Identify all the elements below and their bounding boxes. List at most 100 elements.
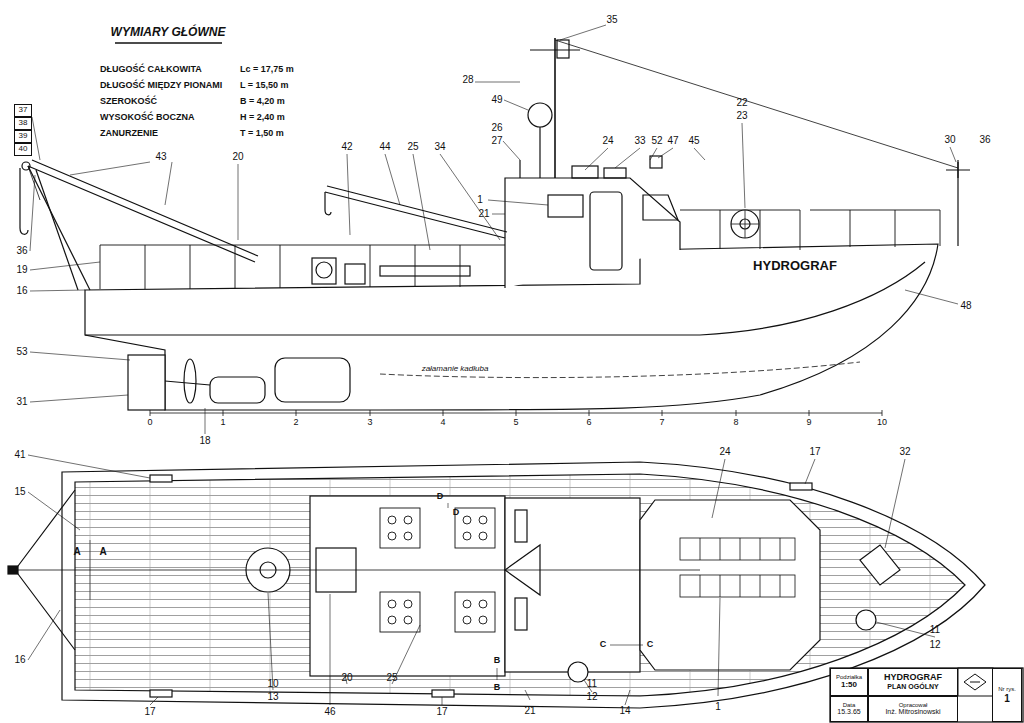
work-deck (310, 496, 505, 676)
window (548, 195, 583, 217)
callout-number: 13 (267, 692, 278, 703)
frame-number: 3 (367, 418, 372, 427)
title-block-text: 37 (19, 106, 28, 115)
drawing-line (525, 690, 530, 700)
section-mark: B (494, 683, 501, 692)
drawing-line (700, 538, 780, 597)
drawing-line (585, 148, 608, 170)
callout-number: 48 (960, 301, 971, 312)
title-block-text: 40 (19, 145, 28, 154)
callout-number: 30 (944, 135, 955, 146)
drawing-line (662, 410, 663, 416)
callout-number: 49 (491, 95, 502, 106)
frame-number: 9 (806, 418, 811, 427)
callout-number: 26 (491, 123, 502, 134)
callout-number: 1 (477, 195, 483, 206)
hook (20, 168, 28, 234)
drawing-line (388, 516, 396, 524)
drawing-line (742, 123, 745, 208)
skeg-opening (275, 358, 350, 402)
drawing-line (650, 148, 657, 160)
frame-number: 8 (733, 418, 738, 427)
callout-box: 39 (14, 130, 32, 143)
title-block-text: PLAN OGÓLNY (887, 683, 938, 691)
callout-number: 41 (14, 450, 25, 461)
callout-box: 38 (14, 117, 32, 130)
frame-ticks (150, 410, 882, 416)
drawing-line (809, 410, 810, 416)
dimension-value: L = 15,50 m (240, 81, 289, 90)
title-cell: Nr rys.1 (992, 668, 1022, 722)
title-block-text: Opracował (899, 702, 928, 709)
callout-number: 36 (979, 135, 990, 146)
roof-box (572, 166, 598, 178)
title-block-text: Inż. Mitrosinowski (885, 708, 940, 716)
drawing-line (28, 492, 80, 530)
title-block-text: Podziałka (836, 674, 862, 681)
drawing-line (731, 210, 759, 238)
section-mark: C (600, 640, 607, 649)
a-frame (15, 490, 75, 650)
drawing-line (90, 540, 91, 600)
dimension-value: B = 4,20 m (240, 97, 285, 106)
grating (680, 538, 795, 597)
callout-number: 14 (619, 706, 630, 717)
drawing-line (28, 610, 60, 660)
section-mark: A (73, 547, 80, 558)
drawing-line (497, 668, 498, 680)
frame-number: 6 (586, 418, 591, 427)
wheel (731, 210, 759, 238)
drawing-line (388, 600, 396, 608)
title-block-text: 1 (1004, 693, 1010, 704)
drawing-line (442, 697, 443, 705)
drawing-line (388, 616, 396, 624)
section-mark: B (494, 656, 501, 665)
drawing-line (504, 100, 528, 110)
yard (530, 49, 580, 50)
hull-plan (62, 462, 985, 708)
dimension-name: DŁUGOŚĆ CAŁKOWITA (100, 65, 202, 74)
drawing-line (8, 566, 18, 574)
drawing-line (625, 690, 630, 705)
callout-number: 46 (324, 707, 335, 718)
callout-number: 20 (341, 673, 352, 684)
drawing-line (479, 616, 487, 624)
drawing-line (70, 162, 172, 205)
drawing-line (150, 410, 151, 416)
callout-number: 17 (436, 707, 447, 718)
title-cell: Data15.3.65 (830, 696, 868, 722)
drawing-line (370, 410, 371, 416)
deck-gear (380, 266, 470, 276)
drawing-line (238, 164, 239, 240)
drawing-line (615, 148, 640, 168)
drawing-line (150, 690, 172, 697)
boom (325, 186, 507, 238)
section-marks (90, 503, 643, 680)
callout-number: 18 (199, 436, 210, 447)
callout-box: 40 (14, 143, 32, 156)
callout-number: 52 (651, 136, 662, 147)
callout-number: 15 (14, 487, 25, 498)
frame-number: 0 (147, 418, 152, 427)
hook (325, 192, 331, 215)
callout-number: 25 (407, 142, 418, 153)
title-block-text: 1:50 (841, 681, 857, 690)
drawing-line (463, 532, 471, 540)
drawing-line (28, 455, 150, 478)
drawing-line (475, 82, 520, 83)
drawing-line (380, 508, 420, 548)
drawing-line (30, 290, 85, 291)
leader-lines (30, 25, 958, 434)
callout-number: 21 (478, 209, 489, 220)
winch (312, 258, 336, 284)
lamp (650, 156, 662, 168)
title-block-text: Nr rys. (998, 686, 1016, 693)
ship-name: HYDROGRAF (753, 259, 837, 273)
drawing-line (515, 510, 527, 542)
dimensions-heading: WYMIARY GŁÓWNE (111, 26, 226, 39)
drawing-line (443, 410, 444, 416)
callout-number: 47 (667, 136, 678, 147)
drawing-line (463, 600, 471, 608)
section-mark: C (647, 640, 654, 649)
